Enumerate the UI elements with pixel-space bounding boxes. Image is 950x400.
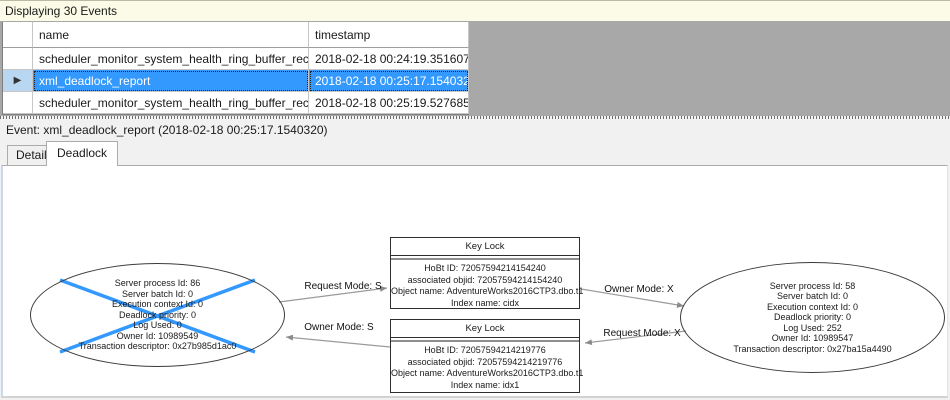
- grid-header-selector-cell: [3, 22, 33, 48]
- resource-separator: [391, 340, 579, 342]
- grid-header-name[interactable]: name: [33, 22, 309, 48]
- event-name-cell[interactable]: scheduler_monitor_system_health_ring_buf…: [33, 48, 309, 70]
- process-attr: Server batch Id: 0: [121, 288, 194, 299]
- resource-node-keylock-idx1[interactable]: Key Lock HoBt ID: 72057594214219776 asso…: [390, 319, 584, 393]
- resource-attr: Object name: AdventureWorks2016CTP3.dbo.…: [391, 368, 584, 378]
- process-attr: Server batch Id: 0: [776, 291, 849, 302]
- selected-event-label: Event: xml_deadlock_report (2018-02-18 0…: [6, 123, 328, 137]
- resource-attr: associated objid: 72057594214219776: [407, 356, 563, 367]
- resource-node-keylock-cidx[interactable]: Key Lock HoBt ID: 72057594214154240 asso…: [390, 237, 584, 309]
- resource-attr: associated objid: 72057594214154240: [407, 274, 563, 285]
- table-row[interactable]: scheduler_monitor_system_health_ring_buf…: [3, 48, 469, 70]
- event-timestamp-cell[interactable]: 2018-02-18 00:25:17.1540320: [309, 70, 469, 92]
- event-name-cell[interactable]: scheduler_monitor_system_health_ring_buf…: [33, 92, 309, 114]
- row-selector-cell[interactable]: [3, 48, 33, 70]
- event-timestamp-cell[interactable]: 2018-02-18 00:24:19.3516078: [309, 48, 469, 70]
- process-attr: Owner Id: 10989549: [116, 330, 199, 341]
- event-name-cell[interactable]: xml_deadlock_report: [33, 70, 309, 92]
- resource-attr: Index name: idx1: [450, 379, 520, 390]
- process-attr: Server process Id: 86: [114, 278, 201, 289]
- current-row-arrow-icon: ▶: [13, 74, 22, 86]
- events-count-label: Displaying 30 Events: [5, 4, 118, 18]
- tab-deadlock[interactable]: Deadlock: [46, 141, 119, 166]
- process-attr: Owner Id: 10989547: [771, 333, 854, 344]
- resource-attr: Index name: cidx: [450, 297, 520, 308]
- process-attr: Execution context Id: 0: [111, 299, 204, 310]
- row-selector-cell[interactable]: ▶: [3, 70, 33, 92]
- events-grid-area: name timestamp scheduler_monitor_system_…: [0, 22, 950, 116]
- resource-attr: HoBt ID: 72057594214219776: [424, 345, 546, 355]
- resource-title: Key Lock: [391, 238, 579, 256]
- process-attr: Log Used: 252: [783, 322, 842, 333]
- horizontal-splitter[interactable]: [0, 116, 950, 119]
- event-timestamp-cell[interactable]: 2018-02-18 00:25:19.5276859: [309, 92, 469, 114]
- process-attr: Deadlock priority: 0: [773, 312, 852, 323]
- selected-event-caption: Event: xml_deadlock_report (2018-02-18 0…: [0, 119, 950, 141]
- process-node-victim[interactable]: Server process Id: 86 Server batch Id: 0…: [30, 263, 285, 367]
- edge-label-request-mode-x: Request Mode: X: [603, 328, 681, 339]
- resource-separator: [391, 258, 579, 260]
- row-selector-cell[interactable]: [3, 92, 33, 114]
- edge-label-owner-mode-s: Owner Mode: S: [304, 322, 374, 333]
- grid-header-timestamp[interactable]: timestamp: [309, 22, 469, 48]
- edge-label-owner-mode-x: Owner Mode: X: [604, 284, 674, 295]
- resource-title: Key Lock: [391, 320, 579, 338]
- process-attr: Server process Id: 58: [769, 280, 856, 291]
- events-grid: name timestamp scheduler_monitor_system_…: [2, 22, 469, 115]
- table-row-selected[interactable]: ▶ xml_deadlock_report 2018-02-18 00:25:1…: [3, 70, 469, 92]
- resource-attr: Object name: AdventureWorks2016CTP3.dbo.…: [391, 286, 584, 296]
- grid-header-row: name timestamp: [3, 22, 469, 48]
- edge-label-request-mode-s: Request Mode: S: [304, 281, 382, 292]
- process-attr: Transaction descriptor: 0x27ba15a4490: [733, 343, 892, 354]
- process-attr: Deadlock priority: 0: [118, 309, 197, 320]
- table-row[interactable]: scheduler_monitor_system_health_ring_buf…: [3, 92, 469, 114]
- process-attr: Transaction descriptor: 0x27b985d1ac0: [78, 341, 237, 352]
- resource-attr: HoBt ID: 72057594214154240: [424, 263, 546, 273]
- events-count-bar: Displaying 30 Events: [0, 0, 950, 22]
- process-attr: Execution context Id: 0: [766, 301, 859, 312]
- process-attr: Log Used: 0: [133, 320, 182, 331]
- process-node-survivor[interactable]: Server process Id: 58 Server batch Id: 0…: [680, 262, 945, 373]
